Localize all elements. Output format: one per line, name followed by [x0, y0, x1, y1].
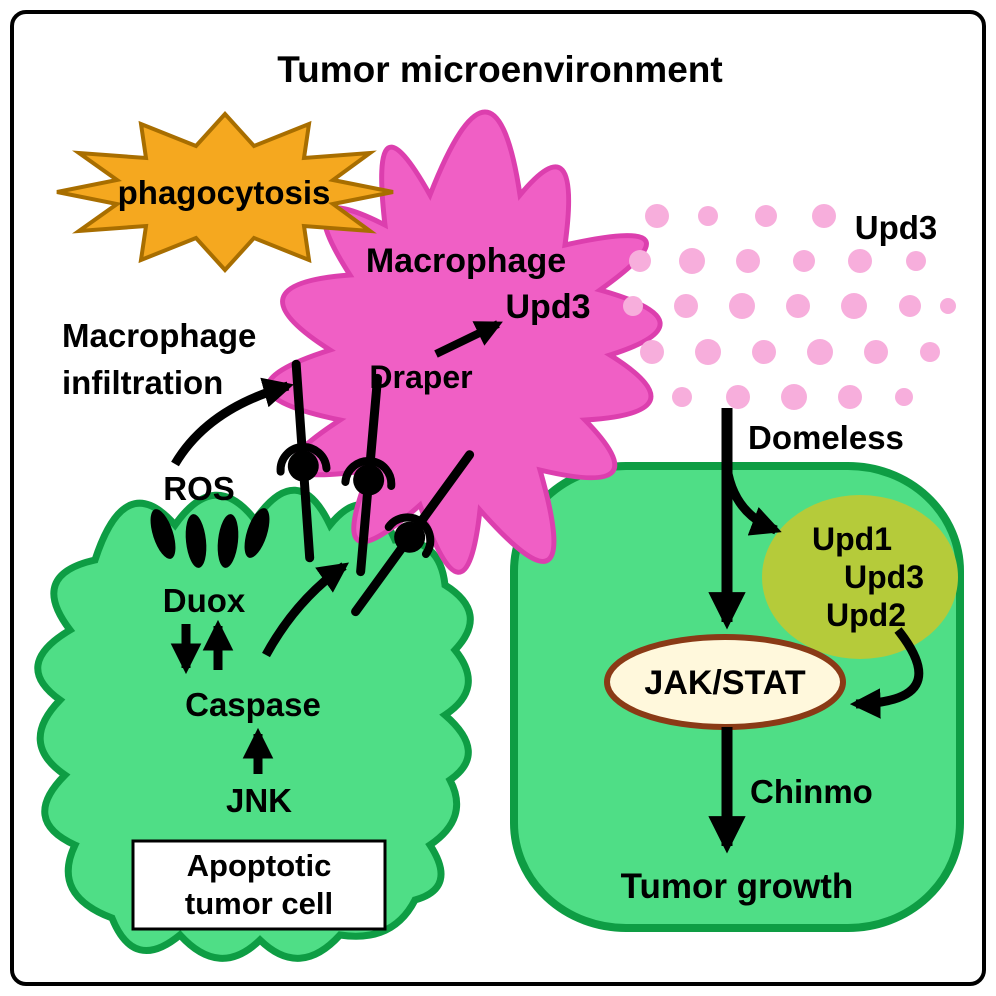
upd3-dot	[736, 249, 760, 273]
ros-label: ROS	[163, 470, 235, 507]
upd1-label: Upd1	[812, 521, 892, 557]
ros-particles	[150, 508, 270, 568]
upd3-dot	[679, 248, 705, 274]
upd3-dot	[698, 206, 718, 226]
draper-receptor-3	[351, 450, 475, 617]
upd2-label: Upd2	[826, 597, 906, 633]
arrow-upd-to-jakstat	[849, 627, 924, 719]
arrow-caspase-to-receptor	[262, 562, 349, 658]
macrophage-upd3-label: Upd3	[506, 288, 591, 326]
phagocytosis-label: phagocytosis	[118, 174, 331, 211]
infiltration-label-line2: infiltration	[62, 364, 223, 401]
upd-ligands-oval	[762, 495, 958, 659]
ros-particle	[185, 514, 207, 568]
infiltration-label-line1: Macrophage	[62, 317, 256, 354]
upd3-dot	[793, 250, 815, 272]
ligand-stalk-lower	[351, 544, 406, 617]
macrophage-label: Macrophage	[366, 242, 566, 280]
domeless-label: Domeless	[748, 419, 904, 456]
upd3-dot	[629, 250, 651, 272]
receptor-cup-icon	[276, 442, 331, 476]
draper-receptor-2	[341, 373, 396, 577]
upd3-dot	[838, 385, 862, 409]
upd3-dot	[674, 294, 698, 318]
upd3-dot	[895, 388, 913, 406]
upd3-dot	[695, 339, 721, 365]
jak-stat-label: JAK/STAT	[644, 664, 805, 702]
upd3-dot	[755, 205, 777, 227]
apoptotic-label-line1: Apoptotic	[187, 848, 332, 883]
ros-particle	[150, 509, 176, 559]
receptor-stalk-upper	[291, 359, 307, 453]
draper-receptor-1	[276, 359, 331, 563]
upd3-dot	[812, 204, 836, 228]
arrow-draper-to-upd3	[434, 320, 503, 358]
receptor-cup-icon	[341, 456, 396, 490]
secreted-upd3-label: Upd3	[855, 209, 938, 246]
receptor-stalk-upper	[365, 373, 383, 467]
duox-label: Duox	[163, 582, 246, 619]
upd3-dot	[807, 339, 833, 365]
upd3-dot	[729, 293, 755, 319]
upd3-dot	[906, 251, 926, 271]
upd3-dot	[920, 342, 940, 362]
upd3-dots	[623, 204, 956, 410]
receptor-cup-icon	[384, 513, 435, 558]
arrow-domeless-to-upd	[722, 467, 782, 536]
apoptotic-label-line2: tumor cell	[185, 886, 333, 921]
upd3-dot	[645, 204, 669, 228]
upd3-label: Upd3	[844, 559, 924, 595]
upd3-dot	[781, 384, 807, 410]
ligand-stalk-lower	[356, 489, 372, 577]
ros-particle	[217, 514, 239, 568]
ligand-ball-icon	[353, 464, 385, 496]
receptor-stalk-upper	[415, 450, 475, 528]
upd3-dot	[848, 249, 872, 273]
upd3-dot	[623, 296, 643, 316]
ros-particle	[244, 508, 270, 558]
ligand-ball-icon	[287, 450, 319, 482]
figure-title: Tumor microenvironment	[277, 49, 722, 90]
upd3-dot	[899, 295, 921, 317]
upd3-dot	[864, 340, 888, 364]
upd3-dot	[672, 387, 692, 407]
tumor-growth-label: Tumor growth	[621, 867, 854, 906]
draper-label: Draper	[369, 359, 472, 395]
caspase-label: Caspase	[185, 686, 321, 723]
phagocytosis-starburst	[56, 111, 394, 273]
upd3-dot	[940, 298, 956, 314]
upd3-dot	[786, 294, 810, 318]
ligand-stalk-lower	[299, 475, 315, 563]
upd3-dot	[752, 340, 776, 364]
apoptotic-label-box	[131, 839, 387, 931]
upd3-dot	[841, 293, 867, 319]
chinmo-label: Chinmo	[750, 773, 873, 810]
upd3-dot	[640, 340, 664, 364]
arrow-infiltration	[171, 377, 294, 467]
upd3-dot	[726, 385, 750, 409]
jnk-label: JNK	[226, 782, 292, 819]
